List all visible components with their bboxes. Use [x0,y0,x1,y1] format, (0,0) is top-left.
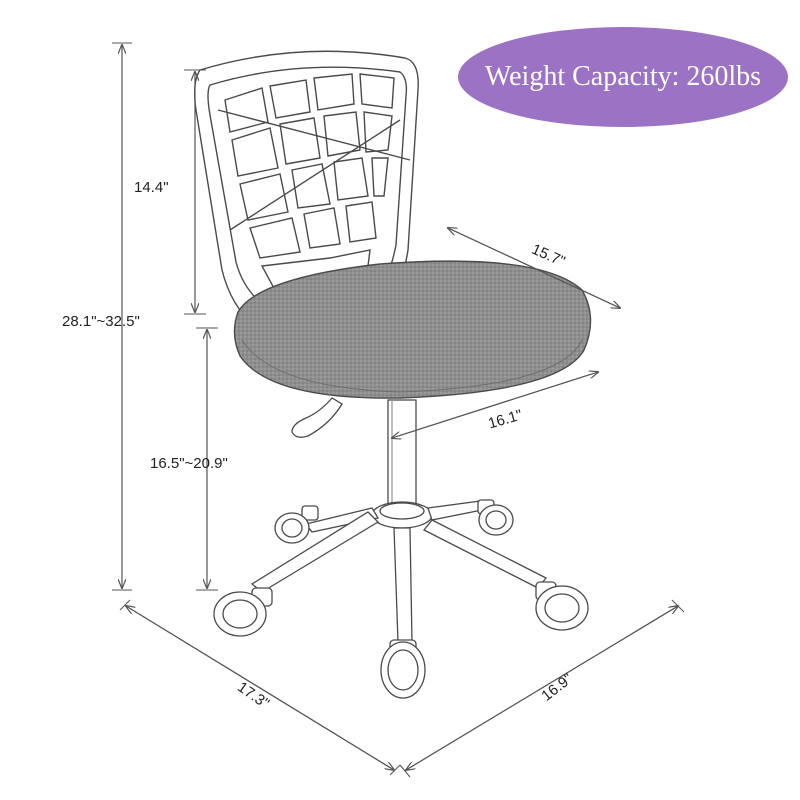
base-width-dimension-line [399,599,685,778]
total-height-label: 28.1"~32.5" [62,313,140,330]
caster-right-front [535,581,589,631]
gas-cylinder [371,399,433,529]
caster-left-front [213,587,273,637]
seat-height-label: 16.5"~20.9" [150,455,228,472]
total-height-dimension-line [112,42,132,591]
seat-depth-dimension-line [448,228,620,308]
chair-base [250,499,548,643]
seat-width-dimension-line [392,372,598,438]
backrest-height-label: 14.4" [134,179,169,196]
seat-height-dimension-line [196,327,218,591]
caster-front [380,639,426,699]
caster-left-back [274,505,319,544]
weight-capacity-label: Weight Capacity: 260lbs [484,61,762,92]
weight-capacity-badge: Weight Capacity: 260lbs [458,27,788,127]
chair-seat [233,260,592,399]
backrest-height-dimension-line [184,69,206,315]
caster-right-back [477,499,514,536]
base-depth-dimension-line [119,599,401,776]
tilt-lever [291,397,343,438]
